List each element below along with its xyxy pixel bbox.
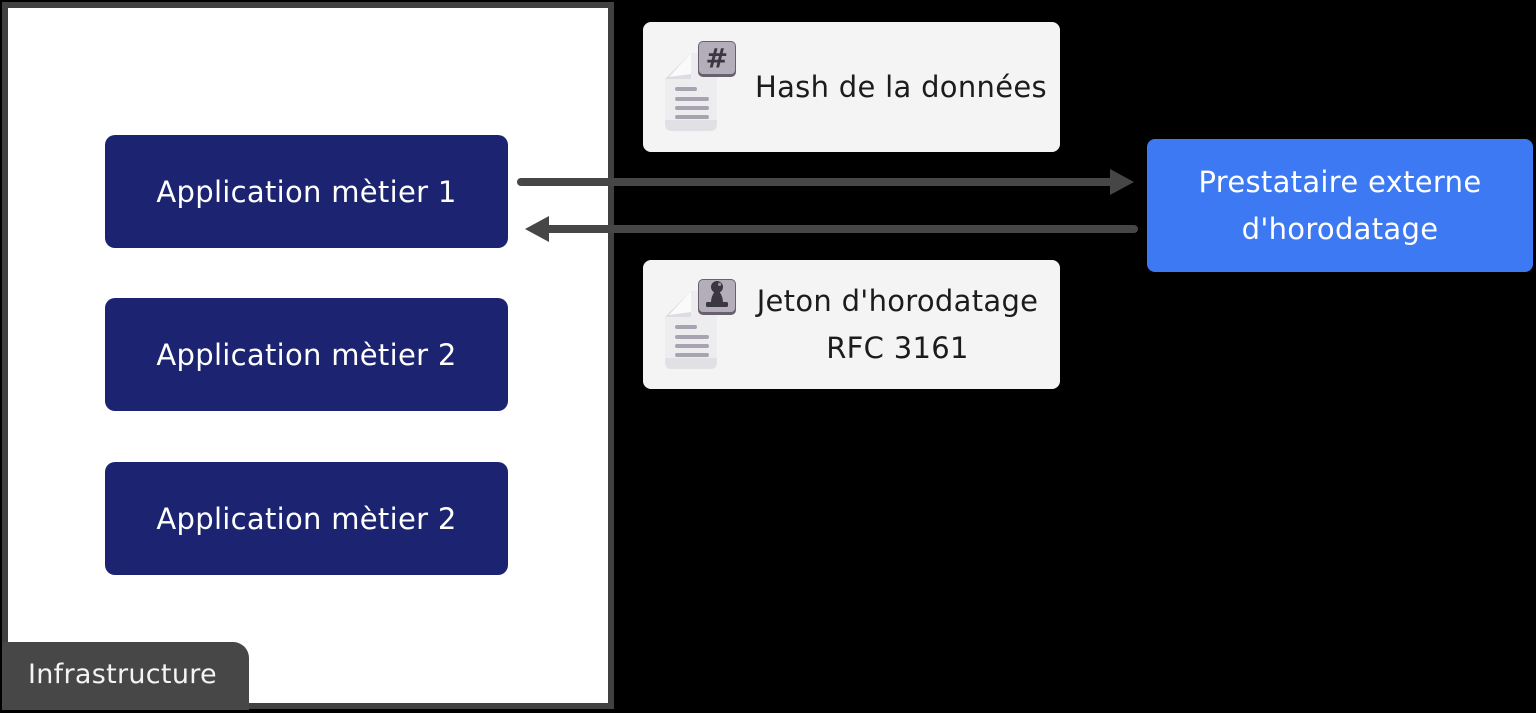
hash-glyph: #: [706, 44, 729, 75]
infrastructure-label: Infrastructure: [2, 642, 249, 710]
app-node-1: Application mètier 1: [105, 135, 508, 248]
stamp-document-icon: [665, 279, 736, 369]
token-card-line1: Jeton d'horodatage: [756, 284, 1039, 319]
provider-line2: d'horodatage: [1241, 211, 1439, 246]
token-card: Jeton d'horodatage RFC 3161: [643, 260, 1060, 389]
app-node-3: Application mètier 2: [105, 462, 508, 575]
app-node-3-label: Application mètier 2: [156, 501, 457, 536]
app-node-1-label: Application mètier 1: [156, 174, 457, 209]
stamp-glyph: [706, 281, 728, 307]
hash-card-label: Hash de la données: [755, 70, 1047, 104]
app-node-2: Application mètier 2: [105, 298, 508, 411]
response-arrow-left: [525, 216, 1138, 242]
provider-label: Prestataire externe d'horodatage: [1199, 159, 1482, 252]
provider-box: Prestataire externe d'horodatage: [1147, 139, 1533, 272]
token-card-label: Jeton d'horodatage RFC 3161: [743, 278, 1052, 371]
app-node-2-label: Application mètier 2: [156, 337, 457, 372]
infrastructure-label-text: Infrastructure: [28, 658, 217, 690]
hash-document-icon: #: [665, 41, 736, 131]
provider-line1: Prestataire externe: [1198, 165, 1482, 200]
token-card-line2: RFC 3161: [826, 330, 969, 365]
hash-card: # Hash de la données: [643, 22, 1060, 152]
